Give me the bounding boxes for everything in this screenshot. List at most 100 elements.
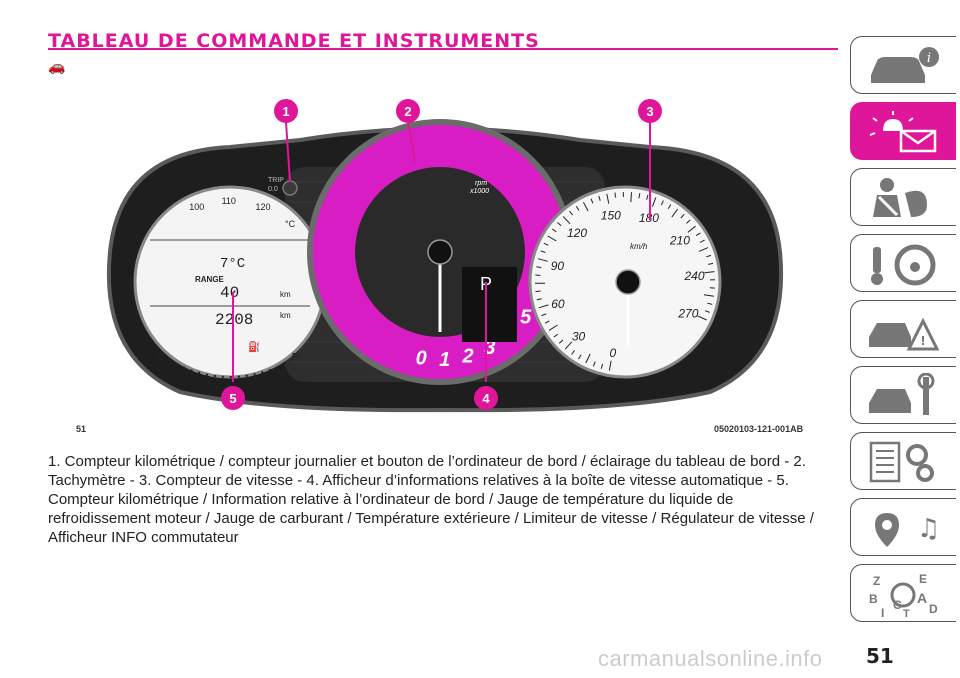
speed-label-240: 240 xyxy=(683,269,704,283)
speed-tick xyxy=(703,294,714,297)
speed-tick xyxy=(536,298,542,301)
chapter-tab-starting-driving[interactable] xyxy=(850,234,956,292)
speed-tick xyxy=(614,192,616,198)
alphabetical-index-icon: Z E B A C D T I xyxy=(869,572,938,617)
callout-label-4: 4 xyxy=(482,391,490,406)
callout-markers: 1 2 3 4 5 xyxy=(221,99,662,410)
speed-label-90: 90 xyxy=(551,259,565,273)
speed-tick xyxy=(553,333,559,338)
index-letter-t: T xyxy=(903,608,910,617)
speed-tick xyxy=(547,235,557,242)
speed-label-150: 150 xyxy=(601,208,621,222)
speed-tick xyxy=(562,216,571,225)
tach-label-2: 2 xyxy=(461,345,473,367)
speed-tick xyxy=(608,360,612,371)
index-letter-z: Z xyxy=(873,574,880,588)
speed-tick xyxy=(706,254,712,258)
callout-4 xyxy=(474,386,498,410)
speed-label-120: 120 xyxy=(567,226,587,240)
left-multifunction-display: 100 110 120 °C 7°C RANGE 40 km 2208 km E… xyxy=(133,185,327,379)
speed-tick xyxy=(575,206,580,211)
speed-tick xyxy=(535,290,541,293)
index-letter-i: I xyxy=(881,606,884,617)
speed-tick xyxy=(569,210,573,216)
tach-unit-x1000: x1000 xyxy=(469,188,489,195)
speed-tick xyxy=(698,247,709,252)
speed-tick xyxy=(704,271,715,274)
speed-tick xyxy=(667,204,672,210)
instrument-cluster-figure: 100 110 120 °C 7°C RANGE 40 km 2208 km E… xyxy=(106,99,784,413)
callout-3 xyxy=(638,99,662,123)
odometer-unit: km xyxy=(280,311,291,320)
speed-tick xyxy=(697,315,707,321)
figure-number: 51 xyxy=(76,424,87,434)
odometer-value: 2208 xyxy=(215,311,253,329)
speed-tick xyxy=(578,354,582,360)
chapter-tab-emergency[interactable]: ! xyxy=(850,300,956,358)
speed-tick xyxy=(680,213,685,219)
fuel-empty: E xyxy=(158,352,165,363)
tach-label-1: 1 xyxy=(439,349,450,371)
speed-label-210: 210 xyxy=(669,234,690,248)
chapter-tab-technical-data[interactable] xyxy=(850,432,956,490)
speed-tick xyxy=(606,193,610,204)
speed-tick xyxy=(558,339,564,344)
steering-wheel-icon xyxy=(871,244,936,286)
figure-code: 05020103-121-001AB xyxy=(714,424,804,434)
callout-label-1: 1 xyxy=(282,104,289,119)
speed-tick xyxy=(552,228,557,233)
speed-label-30: 30 xyxy=(572,329,586,343)
tach-label-3: 3 xyxy=(484,337,495,359)
accident-warning-icon: ! xyxy=(869,317,940,351)
speed-tick xyxy=(571,350,576,355)
temp-unit: °C xyxy=(285,219,296,229)
speed-tick xyxy=(708,262,714,265)
speed-label-0: 0 xyxy=(609,346,616,360)
speed-tick xyxy=(638,193,641,199)
index-letter-a: A xyxy=(917,590,927,606)
speed-label-270: 270 xyxy=(677,307,698,321)
title-rule xyxy=(48,48,838,50)
speed-tick xyxy=(543,242,549,246)
chapter-tab-multimedia[interactable]: ♫ xyxy=(850,498,956,556)
car-service-icon xyxy=(869,373,935,415)
speed-tick xyxy=(600,363,604,369)
speed-tick xyxy=(592,361,596,367)
chapter-tab-index[interactable]: Z E B A C D T I xyxy=(850,564,956,622)
range-value: 40 xyxy=(220,284,239,302)
speed-tick xyxy=(660,200,664,206)
callout-2 xyxy=(396,99,420,123)
callout-label-2: 2 xyxy=(404,104,411,119)
speed-tick xyxy=(536,266,542,269)
speed-tick xyxy=(590,198,594,204)
speed-tick xyxy=(582,201,589,212)
speed-tick xyxy=(541,313,547,317)
callout-label-5: 5 xyxy=(229,391,236,406)
svg-text:!: ! xyxy=(920,334,925,348)
chapter-tab-safety[interactable] xyxy=(850,168,956,226)
tach-label-5: 5 xyxy=(520,307,532,329)
callout-1 xyxy=(274,99,298,123)
tach-unit-rpm: rpm xyxy=(475,180,487,187)
callout-label-3: 3 xyxy=(646,104,653,119)
index-letter-d: D xyxy=(929,602,938,616)
speed-tick xyxy=(707,302,713,305)
chapter-tab-maintenance[interactable] xyxy=(850,366,956,424)
speed-tick xyxy=(671,208,679,218)
speed-tick xyxy=(695,232,701,237)
svg-text:♫: ♫ xyxy=(917,514,940,544)
fuel-full: F xyxy=(292,352,298,363)
index-letter-b: B xyxy=(869,592,878,606)
range-label: RANGE xyxy=(195,275,225,284)
chapter-tab-vehicle-info[interactable]: i xyxy=(850,36,956,94)
speed-tick xyxy=(651,197,657,207)
chapter-tab-dashboard[interactable] xyxy=(850,102,956,160)
speed-tick xyxy=(538,304,549,309)
page-title: TABLEAU DE COMMANDE ET INSTRUMENTS xyxy=(48,30,540,52)
multimedia-icon: ♫ xyxy=(875,513,940,547)
warning-light-icon xyxy=(869,111,937,153)
trip-button xyxy=(282,180,298,196)
speed-tick xyxy=(686,219,691,224)
temp-label-110: 110 xyxy=(222,196,236,206)
